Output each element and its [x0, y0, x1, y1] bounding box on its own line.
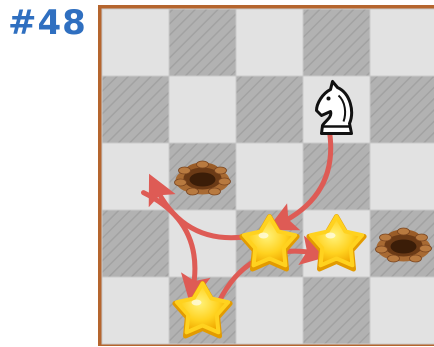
- board-square[interactable]: [236, 143, 303, 210]
- board-square[interactable]: [370, 9, 434, 76]
- board-square[interactable]: [102, 277, 169, 344]
- board-square[interactable]: [303, 277, 370, 344]
- board-square[interactable]: [370, 143, 434, 210]
- board-square[interactable]: [236, 76, 303, 143]
- board-square[interactable]: [303, 9, 370, 76]
- board-square[interactable]: [102, 76, 169, 143]
- board-square[interactable]: [370, 277, 434, 344]
- board-square[interactable]: [236, 277, 303, 344]
- board-square[interactable]: [370, 76, 434, 143]
- board-square[interactable]: [236, 9, 303, 76]
- board-square[interactable]: [169, 76, 236, 143]
- board-square[interactable]: [102, 9, 169, 76]
- board-square[interactable]: [169, 9, 236, 76]
- board-square[interactable]: [102, 210, 169, 277]
